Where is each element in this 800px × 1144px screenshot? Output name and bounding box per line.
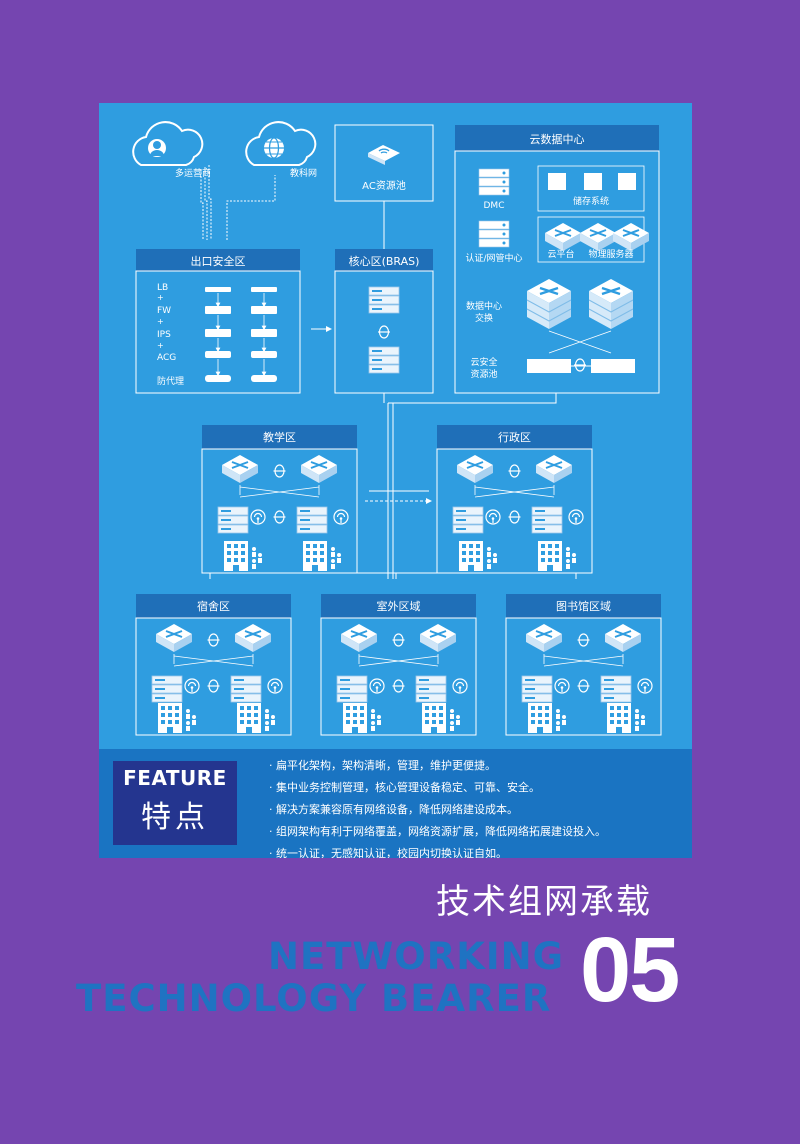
trunk-lines [209,393,577,579]
feature-bullet-list: 扁平化架构，架构清晰，管理，维护更便捷。 集中业务控制管理，核心管理设备稳定、可… [269,755,606,858]
network-topology-diagram: 多运营商 教科网 [132,121,662,736]
feature-section: FEATURE 特点 扁平化架构，架构清晰，管理，维护更便捷。 集中业务控制管理… [99,749,692,858]
ac-pool-label: AC资源池 [362,179,406,192]
egress-item-acg: ACG [157,353,176,363]
zone-teaching: 教学区 [201,425,358,574]
zone-outdoor-title: 室外区域 [377,599,421,613]
feature-bullet: 解决方案兼容原有网络设备，降低网络建设成本。 [269,799,606,821]
egress-item-fw: FW [157,306,171,316]
egress-item-ips: IPS [157,330,171,340]
core-zone-title: 核心区(BRAS) [349,254,420,268]
zone-dorm-title: 宿舍区 [197,599,230,613]
egress-security-zone: 出口安全区 LB + FW + IPS + ACG 防代理 [135,249,301,394]
cloud-edu-label: 教科网 [290,167,317,179]
section-number: 05 [580,919,680,1021]
cloud-dc-title: 云数据中心 [530,132,585,146]
section-title-cn: 技术组网承载 [436,882,652,922]
feature-bullet: 扁平化架构，架构清晰，管理，维护更便捷。 [269,755,606,777]
egress-item-plus: + [157,341,164,350]
core-zone: 核心区(BRAS) [334,249,434,394]
storage-label: 储存系统 [573,195,609,207]
egress-item-lb: LB [157,283,168,293]
feature-label-en: FEATURE [123,766,227,790]
section-title-en-line1: NETWORKING [268,935,565,978]
egress-item-plus: + [157,317,164,326]
physical-servers-label: 物理服务器 [588,248,633,260]
cloud-data-center: 云数据中心 DMC 认证/网管中心 储存系统 云平台 物理服务器 数据中心交换 [454,125,660,394]
feature-bullet: 集中业务控制管理，核心管理设备稳定、可靠、安全。 [269,777,606,799]
zone-dorm: 宿舍区 [135,594,292,736]
feature-label-cn: 特点 [141,800,209,835]
cloud-isp: 多运营商 [132,121,211,179]
zone-library: 图书馆区域 [505,594,662,736]
cloud-uplinks [200,165,276,240]
cloud-isp-label: 多运营商 [175,167,211,179]
section-title-en-line2: TECHNOLOGY BEARER [76,977,552,1020]
dmc-label: DMC [484,201,505,211]
network-diagram-panel: 多运营商 教科网 [99,103,692,858]
egress-devices [205,287,277,382]
feature-bullet: 统一认证，无感知认证，校园内切换认证自如。 [269,843,606,858]
zone-teaching-title: 教学区 [263,430,296,444]
zone-library-title: 图书馆区域 [556,599,611,613]
zone-admin: 行政区 [436,425,593,574]
zone-admin-title: 行政区 [498,430,531,444]
egress-item-proxy: 防代理 [157,375,184,387]
ac-device-icon [368,145,400,165]
globe-icon [264,137,284,159]
cloud-platform-devices [544,222,650,252]
feature-label: FEATURE 特点 [113,761,237,845]
dc-switch-label: 数据中心交换 [466,300,502,324]
feature-bullet: 组网架构有利于网络覆盖，网络资源扩展，降低网络拓展建设投入。 [269,821,606,843]
egress-device-links [215,293,267,377]
cloud-security-label: 云安全资源池 [470,356,497,380]
zone-outdoor: 室外区域 [320,594,477,736]
ac-resource-pool: AC资源池 [334,124,434,249]
cloud-platform-label: 云平台 [547,248,574,260]
egress-zone-title: 出口安全区 [191,254,246,268]
auth-center-label: 认证/网管中心 [465,252,522,264]
egress-item-plus: + [157,293,164,302]
cloud-edu: 教科网 [245,121,317,179]
storage-devices [548,173,636,190]
